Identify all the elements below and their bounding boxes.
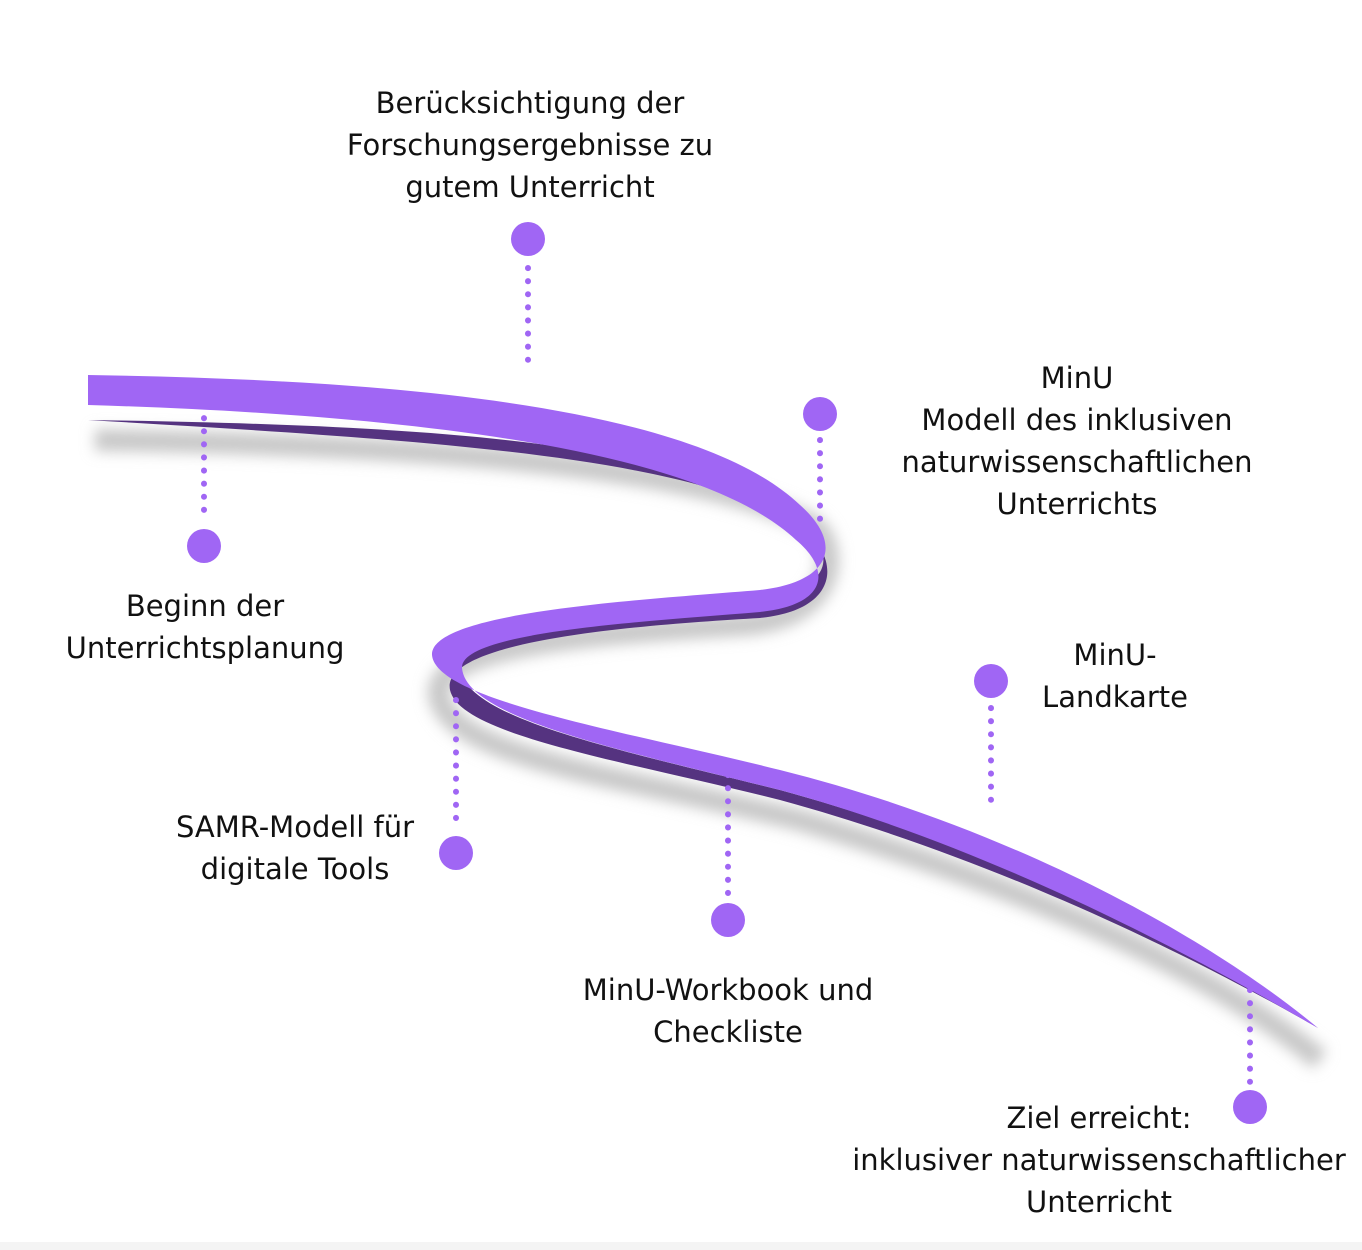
bottom-strip xyxy=(0,1242,1362,1250)
label-line: Ziel erreicht: xyxy=(1006,1101,1192,1135)
milestone-label-workbook: MinU-Workbook und Checkliste xyxy=(558,969,898,1053)
label-line: Unterrichtsplanung xyxy=(65,631,345,665)
label-line: Beginn der xyxy=(125,589,285,623)
label-line: naturwissenschaftlichen xyxy=(901,445,1253,479)
label-line: inklusiver naturwissenschaftlicher xyxy=(852,1143,1346,1177)
label-line: Unterricht xyxy=(1026,1185,1172,1219)
label-line: Landkarte xyxy=(1042,680,1188,714)
label-line: SAMR-Modell für xyxy=(175,810,415,844)
milestone-dot xyxy=(803,397,837,431)
milestone-dot xyxy=(511,222,545,256)
milestone-label-minu-modell: MinU Modell des inklusiven naturwissensc… xyxy=(896,357,1258,525)
label-line: Forschungsergebnisse zu xyxy=(346,128,714,162)
milestone-dot xyxy=(187,529,221,563)
label-line: gutem Unterricht xyxy=(405,170,655,204)
label-line: MinU-Workbook und xyxy=(582,973,874,1007)
milestone-label-ziel: Ziel erreicht: inklusiver naturwissensch… xyxy=(845,1097,1353,1223)
label-line: MinU xyxy=(1040,361,1114,395)
milestone-label-beginn: Beginn der Unterrichtsplanung xyxy=(40,585,370,669)
label-line: Unterrichts xyxy=(996,487,1158,521)
label-line: Berücksichtigung der xyxy=(375,86,685,120)
label-line: digitale Tools xyxy=(200,852,390,886)
label-line: Checkliste xyxy=(653,1015,803,1049)
label-line: MinU- xyxy=(1073,638,1157,672)
milestone-dot xyxy=(439,836,473,870)
milestone-dot xyxy=(974,664,1008,698)
road-top xyxy=(88,375,1318,1028)
milestone-connectors xyxy=(187,222,1267,1124)
milestone-label-samr: SAMR-Modell für digitale Tools xyxy=(150,806,440,890)
milestone-label-forschung: Berücksichtigung der Forschungsergebniss… xyxy=(330,82,730,208)
label-line: Modell des inklusiven xyxy=(921,403,1233,437)
milestone-dot xyxy=(1233,1090,1267,1124)
milestone-dot xyxy=(711,903,745,937)
road-shadow xyxy=(94,429,1328,1069)
milestone-label-landkarte: MinU- Landkarte xyxy=(1020,634,1210,718)
